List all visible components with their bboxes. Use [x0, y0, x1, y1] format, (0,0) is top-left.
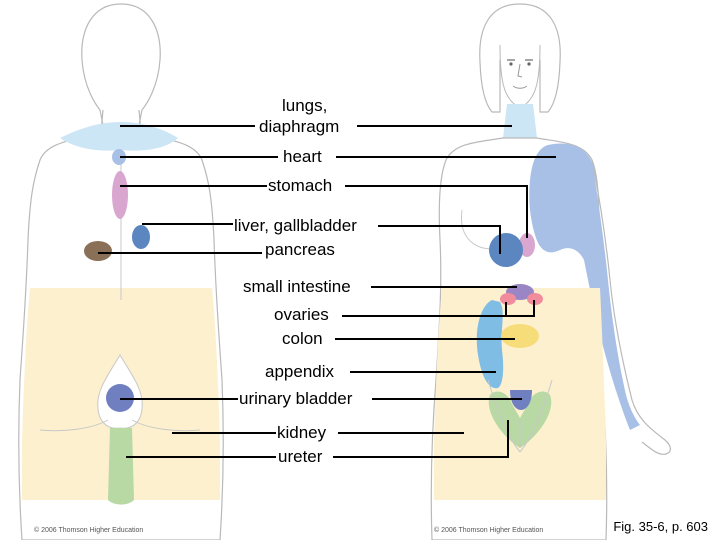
label-stomach: stomach — [267, 176, 334, 196]
back-view-figure — [18, 3, 224, 540]
back-pancreas-spot — [132, 225, 150, 249]
front-stomach-spot — [519, 233, 535, 257]
label-appendix: appendix — [264, 362, 336, 382]
leader-lines — [98, 125, 556, 458]
credit-left: © 2006 Thomson Higher Education — [34, 527, 144, 534]
front-ovary-right — [527, 293, 543, 305]
back-heart-spot — [112, 149, 126, 165]
front-pubic-lines — [487, 379, 553, 453]
front-appendix-spot — [501, 324, 539, 348]
front-nose — [517, 63, 523, 78]
front-colon-region — [476, 300, 504, 389]
front-view-figure — [430, 3, 671, 540]
label-kidney: kidney — [276, 423, 328, 443]
back-buttocks-crease — [39, 419, 201, 432]
front-mouth — [512, 85, 528, 89]
front-lung-region — [503, 104, 537, 143]
label-ovaries: ovaries — [273, 305, 330, 325]
front-liver-spot — [489, 233, 523, 267]
label-lungs-line2: diaphragm — [258, 117, 341, 137]
back-lung-region — [60, 122, 178, 151]
leader-ureter-right — [333, 420, 509, 458]
figure-caption: Fig. 35-6, p. 603 — [613, 519, 708, 534]
leader-stomach-right — [345, 185, 528, 238]
back-liver-spot — [84, 241, 112, 261]
leader-ovaries-right — [342, 300, 535, 317]
front-ureter-region — [488, 391, 552, 448]
credit-right: © 2006 Thomson Higher Education — [434, 527, 544, 534]
front-ovary-left — [500, 293, 516, 305]
label-ureter: ureter — [277, 447, 324, 467]
label-lungs-line1: lungs, — [281, 96, 329, 116]
label-colon: colon — [281, 329, 324, 349]
label-heart: heart — [282, 147, 323, 167]
front-arm-outline — [591, 159, 671, 455]
front-eye-right — [527, 62, 531, 66]
label-urinary-bladder: urinary bladder — [238, 389, 354, 409]
front-eye-left — [509, 62, 513, 66]
back-stomach-spot — [112, 171, 128, 219]
back-ureter-region — [108, 428, 134, 505]
back-head — [81, 3, 161, 126]
label-liver-gallbladder: liver, gallbladder — [233, 216, 358, 236]
leader-liver-right — [378, 225, 501, 254]
label-small-intestine: small intestine — [242, 277, 352, 297]
front-heart-region — [529, 143, 640, 431]
label-pancreas: pancreas — [264, 240, 336, 260]
